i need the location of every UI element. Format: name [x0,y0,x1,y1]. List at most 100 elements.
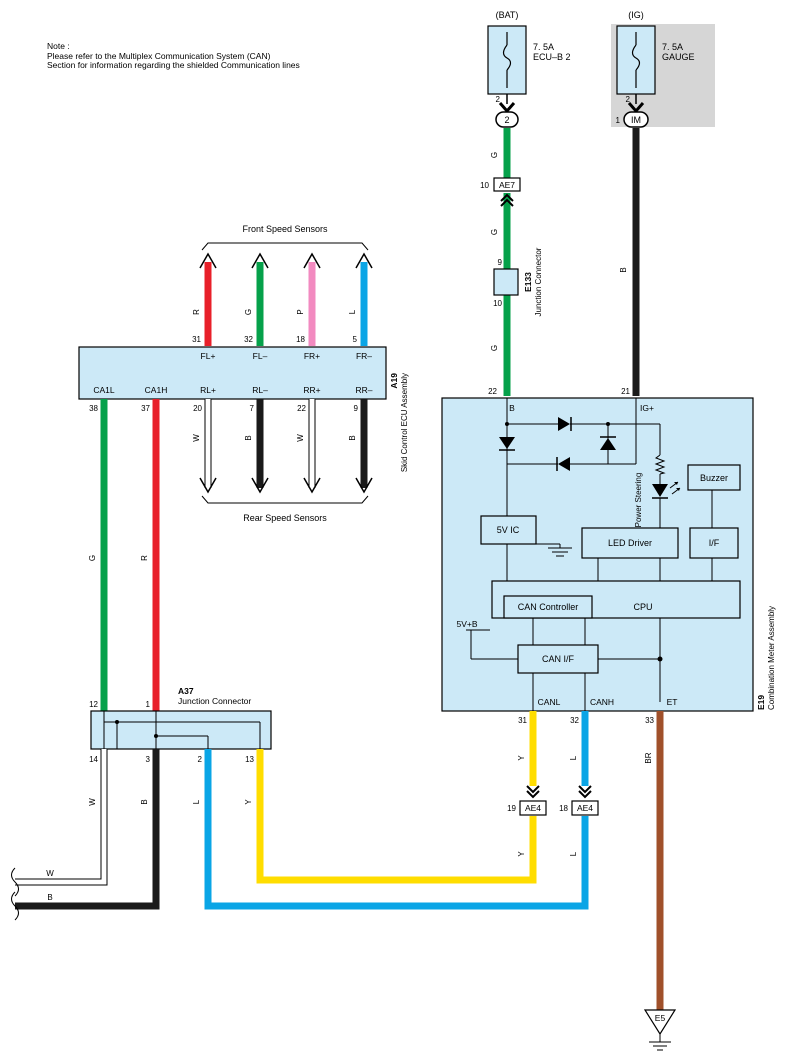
wire-break-b [11,891,19,921]
can-controller-label: CAN Controller [518,602,579,612]
wire-a37-yellow: Y [244,749,537,884]
term-rr-plus: RR+ [303,385,320,395]
wire-label-left-b: B [47,893,52,902]
fuse-bat-pin: 2 [496,95,501,104]
a37-pin-13: 13 [245,755,254,764]
wire-bat-green: G G G [490,94,516,396]
wire-label-bat-g1: G [490,152,499,158]
wire-ca1h-red: R [140,399,160,711]
wire-label-left-w: W [46,869,54,878]
fuse-bat: (BAT) 7. 5A ECU–B 2 2 [487,10,571,104]
buzzer-block [687,464,741,491]
fuse-ig-name: GAUGE [662,52,695,62]
wire-rl-plus: W [192,434,201,442]
connector-im: IM 1 [616,111,649,128]
e133-pin-top: 9 [498,258,503,267]
rear-wire-rl-plus [199,399,217,494]
wire-label-canh-l1: L [569,755,578,760]
meter-id: E19 [756,695,766,710]
ae4-19-pin: 19 [507,804,516,813]
rear-wire-rr-minus [355,399,373,494]
a37-pin-14: 14 [89,755,98,764]
wire-label-bat-g3: G [490,345,499,351]
term-fl-plus: FL+ [201,351,216,361]
pin-fl-minus: 32 [244,335,253,344]
wire-fl-plus: R [192,309,201,315]
diode-1 [499,437,515,451]
wire-label-a37-w: W [88,798,97,806]
wire-label-canh-l2: L [569,851,578,856]
if-label: I/F [709,538,720,548]
wire-et-brown: BR [644,711,664,1010]
fuse-ig: (IG) 7. 5A GAUGE 2 [616,10,695,104]
wire-a37-blue: L [192,749,589,910]
pin-rr-plus: 22 [297,404,306,413]
5vb-label: 5V+B [456,619,477,629]
power-steering-label: Power Steering [634,473,643,528]
skid-control-ecu: Front Speed Sensors R G P L 31 32 18 5 F… [78,224,409,523]
term-fl-minus: FL– [253,351,268,361]
pin-ca1l: 38 [89,404,98,413]
connector-im-label: IM [631,115,641,125]
wire-canl-yellow: Y Y [517,711,540,857]
skid-ecu-box [78,346,387,400]
wire-break-w [11,867,19,897]
note-line-2: Section for information regarding the sh… [47,60,300,70]
connector-ae7-pin: 10 [480,181,489,190]
meter-pin-canh: 32 [570,716,579,725]
combination-meter: 22 21 B IG+ [441,387,776,725]
connector-a37: A37 Junction Connector 12 1 14 3 2 13 [89,686,272,764]
buzzer-label: Buzzer [700,473,728,483]
connector-ae7-label: AE7 [499,180,515,190]
can-controller-block [503,595,593,619]
connector-ae4-18: AE4 18 [559,800,599,816]
front-sensors-title: Front Speed Sensors [242,224,328,234]
wire-a37-black: B B [15,749,160,910]
connector-ae7: AE7 10 [480,177,521,207]
a37-id: A37 [178,686,194,696]
meter-pin-et: 33 [645,716,654,725]
meter-term-canl: CANL [538,697,561,707]
ae4-18-label: AE4 [577,803,593,813]
ground-e5: E5 [643,1009,677,1051]
fuse-bat-rating: 7. 5A [533,42,554,52]
wire-ig-black: B [619,94,645,396]
connector-2-label: 2 [504,115,509,125]
pin-fr-minus: 5 [353,335,358,344]
connector-ae4-19: AE4 19 [507,800,547,816]
meter-term-b: B [509,403,515,413]
wire-label-a37-y: Y [244,799,253,805]
a37-pin-12: 12 [89,700,98,709]
note-title: Note : [47,41,70,51]
wire-a37-white: W W [15,749,108,886]
wire-fl-minus: G [244,309,253,315]
connector-e133: 9 10 E133 Junction Connector [493,247,543,316]
connector-im-pin: 1 [616,116,621,125]
term-fr-plus: FR+ [304,351,320,361]
meter-name: Combination Meter Assembly [767,606,776,710]
meter-term-et: ET [667,697,678,707]
fuse-ig-source: (IG) [628,10,644,20]
5v-ic-label: 5V IC [497,525,520,535]
led-driver-block [581,527,679,559]
meter-pin-canl: 31 [518,716,527,725]
power-steering-led [652,481,681,499]
e133-pin-bottom: 10 [493,299,502,308]
note-line-1: Please refer to the Multiplex Communicat… [47,50,271,61]
wire-ca1h: R [140,555,149,561]
if-block [689,527,739,559]
pin-rl-minus: 7 [250,404,255,413]
meter-term-canh: CANH [590,697,614,707]
term-ca1h: CA1H [145,385,168,395]
diode-zener [600,436,616,450]
diode-2 [558,417,572,431]
term-rl-minus: RL– [252,385,268,395]
wire-label-a37-l: L [192,799,201,804]
5v-ic-block [480,515,537,545]
wire-fr-minus: L [348,309,357,314]
meter-pin-ig: 21 [621,387,630,396]
pin-ca1h: 37 [141,404,150,413]
wire-label-bat-g2: G [490,229,499,235]
pin-fr-plus: 18 [296,335,305,344]
